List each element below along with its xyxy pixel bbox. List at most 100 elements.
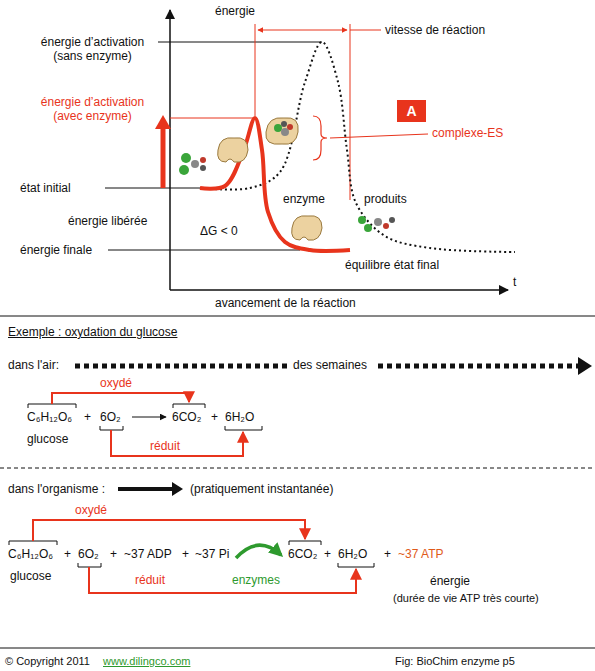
substrate xyxy=(179,153,206,175)
arrow-head xyxy=(172,482,183,496)
rate-line xyxy=(255,24,256,116)
figure-ref: Fig: BioChim enzyme p5 xyxy=(395,654,515,668)
part-label: complexe-ES xyxy=(432,126,503,140)
y-axis xyxy=(169,10,171,290)
rate-arrow xyxy=(258,30,347,31)
part-label: produits xyxy=(362,192,409,206)
fast-arrow xyxy=(118,487,172,491)
drawing-stroke xyxy=(191,160,199,168)
duration-label: (pratiquement instantanée) xyxy=(190,482,333,496)
redox-label: réduit xyxy=(150,439,180,453)
part-label: enzyme xyxy=(283,192,325,206)
axis-label: avancement de la réaction xyxy=(215,296,356,310)
level-label: énergie d’activation (avec enzyme) xyxy=(30,95,155,123)
callout-letter: A xyxy=(397,100,425,122)
plus-sign: + xyxy=(211,410,218,424)
level-label: état initial xyxy=(20,181,71,195)
redox-label: réduit xyxy=(135,573,165,587)
drawing-stroke xyxy=(292,216,322,241)
plus-sign: + xyxy=(182,547,189,561)
level-label: énergie d’activation (sans enzyme) xyxy=(30,35,155,63)
compound-name: glucose xyxy=(27,432,68,446)
enzyme-shape xyxy=(292,216,322,241)
drawing-stroke xyxy=(358,216,366,224)
duration-label: des semaines xyxy=(293,358,367,372)
leader-line xyxy=(350,30,381,31)
callout-box: A xyxy=(397,100,426,122)
compound-name: glucose xyxy=(10,569,51,583)
plus-sign: + xyxy=(110,547,117,561)
copyright: © Copyright 2011 xyxy=(5,654,90,668)
energy-curves xyxy=(200,42,515,252)
plus-sign: + xyxy=(64,547,71,561)
state-label: équilibre état final xyxy=(345,258,439,272)
formula: 6CO₂ xyxy=(288,547,317,561)
drawing-stroke xyxy=(383,223,389,229)
drawing-stroke xyxy=(274,124,282,132)
bracket xyxy=(9,541,374,567)
rate-label: vitesse de réaction xyxy=(385,23,485,37)
section-heading: Exemple : oxydation du glucose xyxy=(8,325,177,339)
brace xyxy=(313,116,327,160)
level-label: énergie finale xyxy=(20,243,92,257)
plus-sign: + xyxy=(84,410,91,424)
drawing-stroke xyxy=(200,157,206,163)
es-complex xyxy=(266,118,298,144)
formula: 6O₂ xyxy=(100,410,121,424)
delta-g-label: ΔG < 0 xyxy=(200,224,238,238)
slow-arrow xyxy=(378,364,578,369)
level-line xyxy=(170,118,255,119)
drawing-stroke xyxy=(181,153,191,163)
plus-sign: + xyxy=(324,547,331,561)
axis-label: t xyxy=(513,275,516,289)
oxidation-arrow xyxy=(52,393,189,404)
condition-label: dans l'organisme : xyxy=(8,482,105,496)
reaction-arrow xyxy=(132,417,166,418)
axis-label: énergie xyxy=(215,4,255,18)
enzyme-label: enzymes xyxy=(232,573,280,587)
energy-label: énergie xyxy=(430,574,470,588)
uncatalysed-curve xyxy=(200,42,515,252)
level-line xyxy=(108,250,300,251)
drawing-stroke xyxy=(281,128,289,136)
separator xyxy=(0,316,595,317)
slow-arrow xyxy=(75,364,288,369)
redox-label: oxydé xyxy=(75,503,107,517)
formula: 6H₂O xyxy=(338,547,367,561)
reduction-arrow xyxy=(89,567,356,593)
oxidation-arrow xyxy=(33,520,305,541)
activation-arrow xyxy=(161,128,166,188)
formula: ~37 Pi xyxy=(195,547,229,561)
drawing-stroke xyxy=(266,118,298,144)
note: (durée de vie ATP très courte) xyxy=(393,591,539,605)
formula: ~37 ATP xyxy=(398,547,443,561)
drawing-stroke xyxy=(287,124,293,130)
reduction-arrow xyxy=(111,430,243,456)
x-axis xyxy=(170,289,508,291)
formula: 6O₂ xyxy=(78,547,99,561)
drawing-stroke xyxy=(179,165,189,175)
arrow-head xyxy=(578,357,592,375)
catalysed-curve xyxy=(200,118,350,251)
formula: C₆H₁₂O₆ xyxy=(27,410,72,424)
formula: 6CO₂ xyxy=(172,410,201,424)
drawing-stroke xyxy=(200,165,206,171)
level-line xyxy=(158,42,322,43)
url: www.dilingco.com xyxy=(103,654,190,668)
bracket xyxy=(28,404,262,430)
drawing-stroke xyxy=(364,224,372,232)
redox-label: oxydé xyxy=(100,376,132,390)
activation-arrow-head xyxy=(155,115,171,129)
separator xyxy=(0,468,595,469)
enzyme-arrow xyxy=(236,545,281,558)
drawing-stroke xyxy=(281,121,287,127)
separator xyxy=(0,648,595,649)
drawing-stroke xyxy=(218,138,248,163)
plus-sign: + xyxy=(384,547,391,561)
enzyme-shape xyxy=(218,138,248,163)
level-line xyxy=(105,188,200,189)
condition-label: dans l'air: xyxy=(8,358,59,372)
formula: ~37 ADP xyxy=(124,547,172,561)
rate-line xyxy=(350,24,351,200)
